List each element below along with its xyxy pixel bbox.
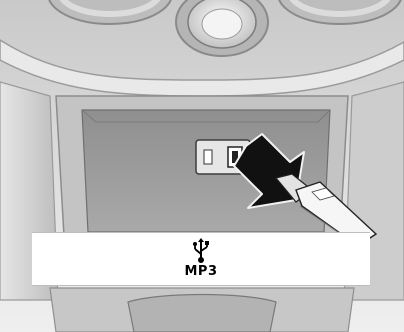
cup-holder	[128, 295, 276, 332]
caption-panel: MP3	[32, 232, 370, 286]
mp3-label: MP3	[32, 264, 370, 280]
usb-icon	[190, 237, 212, 265]
